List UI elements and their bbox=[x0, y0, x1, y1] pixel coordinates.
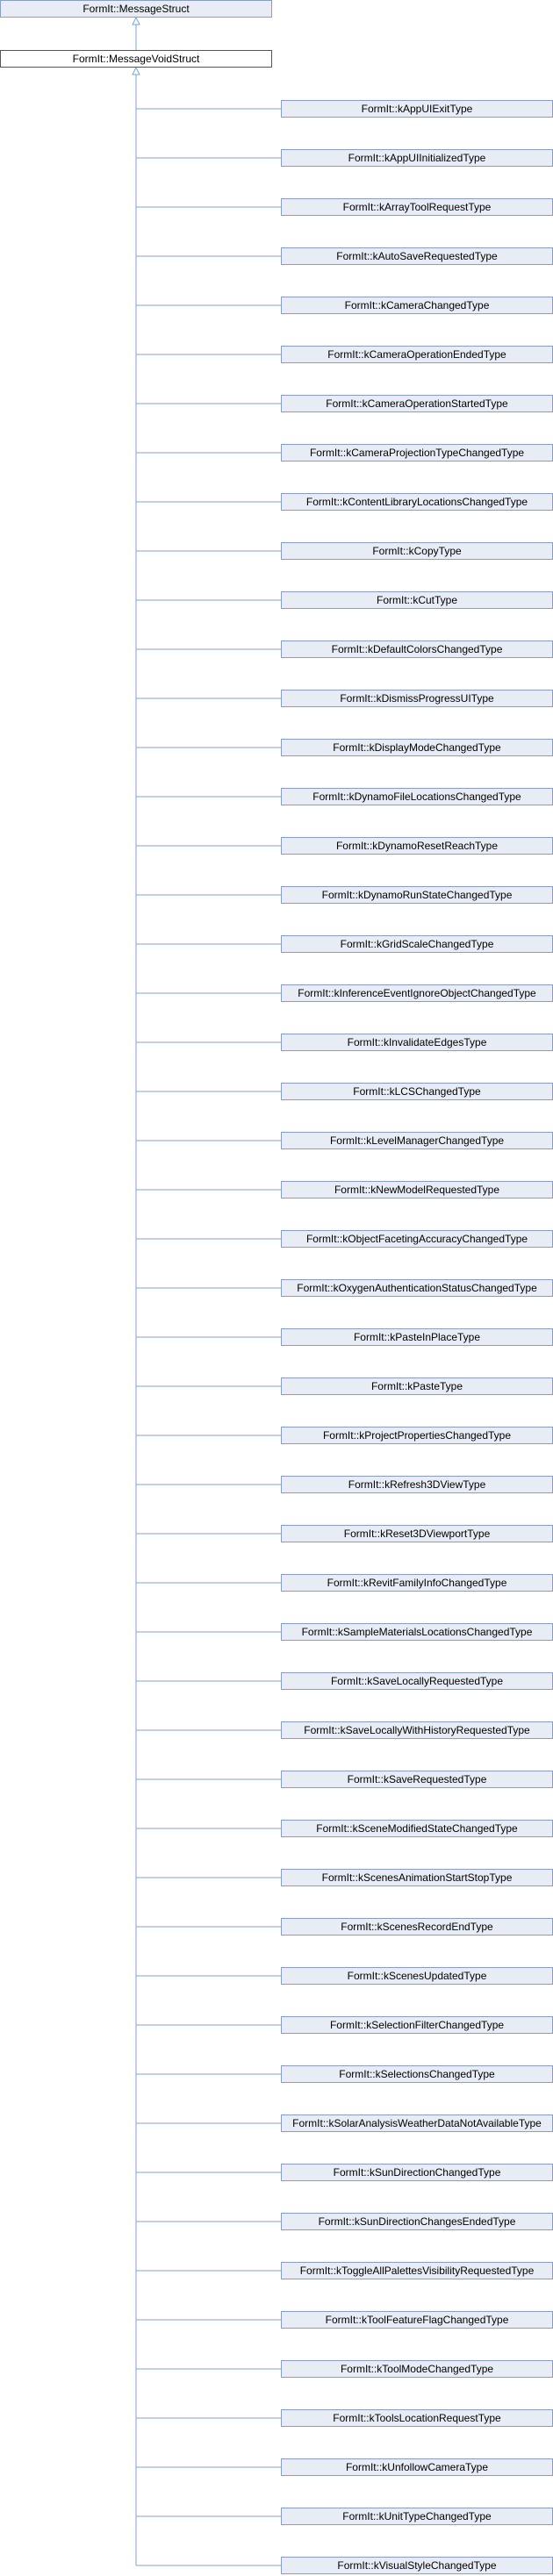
derived-class-node[interactable]: FormIt::kSaveLocallyWithHistoryRequested… bbox=[281, 1721, 553, 1739]
derived-class-node[interactable]: FormIt::kInferenceEventIgnoreObjectChang… bbox=[281, 984, 553, 1002]
derived-class-node[interactable]: FormIt::kNewModelRequestedType bbox=[281, 1181, 553, 1199]
derived-class-node[interactable]: FormIt::kCameraOperationStartedType bbox=[281, 395, 553, 412]
derived-class-node[interactable]: FormIt::kSaveRequestedType bbox=[281, 1771, 553, 1788]
derived-class-node[interactable]: FormIt::kOxygenAuthenticationStatusChang… bbox=[281, 1279, 553, 1297]
derived-class-node[interactable]: FormIt::kUnitTypeChangedType bbox=[281, 2508, 553, 2525]
derived-class-node[interactable]: FormIt::kObjectFacetingAccuracyChangedTy… bbox=[281, 1230, 553, 1248]
derived-class-node[interactable]: FormIt::kVisualStyleChangedType bbox=[281, 2557, 553, 2574]
derived-class-node[interactable]: FormIt::kLevelManagerChangedType bbox=[281, 1132, 553, 1149]
derived-class-node[interactable]: FormIt::kDynamoResetReachType bbox=[281, 837, 553, 855]
derived-class-node[interactable]: FormIt::kCopyType bbox=[281, 542, 553, 560]
derived-class-node[interactable]: FormIt::kSunDirectionChangesEndedType bbox=[281, 2213, 553, 2230]
derived-class-node[interactable]: FormIt::kProjectPropertiesChangedType bbox=[281, 1427, 553, 1444]
derived-class-node[interactable]: FormIt::kRevitFamilyInfoChangedType bbox=[281, 1574, 553, 1592]
derived-class-node[interactable]: FormIt::kDynamoFileLocationsChangedType bbox=[281, 788, 553, 805]
derived-class-node[interactable]: FormIt::kInvalidateEdgesType bbox=[281, 1034, 553, 1051]
derived-class-node[interactable]: FormIt::kToggleAllPalettesVisibilityRequ… bbox=[281, 2262, 553, 2279]
derived-class-node[interactable]: FormIt::kSceneModifiedStateChangedType bbox=[281, 1820, 553, 1837]
arrowhead-icon bbox=[132, 66, 140, 75]
root-class-node[interactable]: FormIt::MessageStruct bbox=[0, 0, 272, 18]
derived-class-node[interactable]: FormIt::kToolsLocationRequestType bbox=[281, 2409, 553, 2427]
derived-class-node[interactable]: FormIt::kCutType bbox=[281, 591, 553, 609]
derived-class-node[interactable]: FormIt::kPasteType bbox=[281, 1377, 553, 1395]
current-class-node: FormIt::MessageVoidStruct bbox=[0, 50, 272, 68]
derived-class-node[interactable]: FormIt::kCameraOperationEndedType bbox=[281, 346, 553, 363]
derived-class-node[interactable]: FormIt::kSaveLocallyRequestedType bbox=[281, 1672, 553, 1690]
derived-class-node[interactable]: FormIt::kDynamoRunStateChangedType bbox=[281, 886, 553, 904]
derived-class-node[interactable]: FormIt::kScenesUpdatedType bbox=[281, 1967, 553, 1985]
derived-class-node[interactable]: FormIt::kGridScaleChangedType bbox=[281, 935, 553, 953]
derived-class-node[interactable]: FormIt::kLCSChangedType bbox=[281, 1083, 553, 1100]
derived-class-node[interactable]: FormIt::kAutoSaveRequestedType bbox=[281, 247, 553, 265]
derived-class-node[interactable]: FormIt::kUnfollowCameraType bbox=[281, 2458, 553, 2476]
derived-class-node[interactable]: FormIt::kAppUIExitType bbox=[281, 100, 553, 118]
derived-class-node[interactable]: FormIt::kSampleMaterialsLocationsChanged… bbox=[281, 1623, 553, 1641]
derived-class-node[interactable]: FormIt::kDismissProgressUIType bbox=[281, 690, 553, 707]
derived-class-node[interactable]: FormIt::kArrayToolRequestType bbox=[281, 198, 553, 216]
derived-class-node[interactable]: FormIt::kScenesAnimationStartStopType bbox=[281, 1869, 553, 1886]
derived-class-node[interactable]: FormIt::kToolFeatureFlagChangedType bbox=[281, 2311, 553, 2329]
arrowhead-icon bbox=[132, 16, 140, 25]
derived-class-node[interactable]: FormIt::kSunDirectionChangedType bbox=[281, 2164, 553, 2181]
derived-class-node[interactable]: FormIt::kSelectionFilterChangedType bbox=[281, 2016, 553, 2034]
derived-class-node[interactable]: FormIt::kSelectionsChangedType bbox=[281, 2065, 553, 2083]
derived-class-node[interactable]: FormIt::kCameraProjectionTypeChangedType bbox=[281, 444, 553, 462]
derived-class-node[interactable]: FormIt::kToolModeChangedType bbox=[281, 2360, 553, 2378]
derived-class-node[interactable]: FormIt::kContentLibraryLocationsChangedT… bbox=[281, 493, 553, 511]
derived-class-node[interactable]: FormIt::kPasteInPlaceType bbox=[281, 1328, 553, 1346]
derived-class-node[interactable]: FormIt::kRefresh3DViewType bbox=[281, 1476, 553, 1493]
derived-class-node[interactable]: FormIt::kAppUIInitializedType bbox=[281, 149, 553, 167]
derived-class-node[interactable]: FormIt::kDisplayModeChangedType bbox=[281, 739, 553, 756]
derived-class-node[interactable]: FormIt::kScenesRecordEndType bbox=[281, 1918, 553, 1936]
derived-class-node[interactable]: FormIt::kDefaultColorsChangedType bbox=[281, 640, 553, 658]
derived-class-node[interactable]: FormIt::kCameraChangedType bbox=[281, 297, 553, 314]
derived-class-node[interactable]: FormIt::kReset3DViewportType bbox=[281, 1525, 553, 1542]
derived-class-node[interactable]: FormIt::kSolarAnalysisWeatherDataNotAvai… bbox=[281, 2114, 553, 2132]
